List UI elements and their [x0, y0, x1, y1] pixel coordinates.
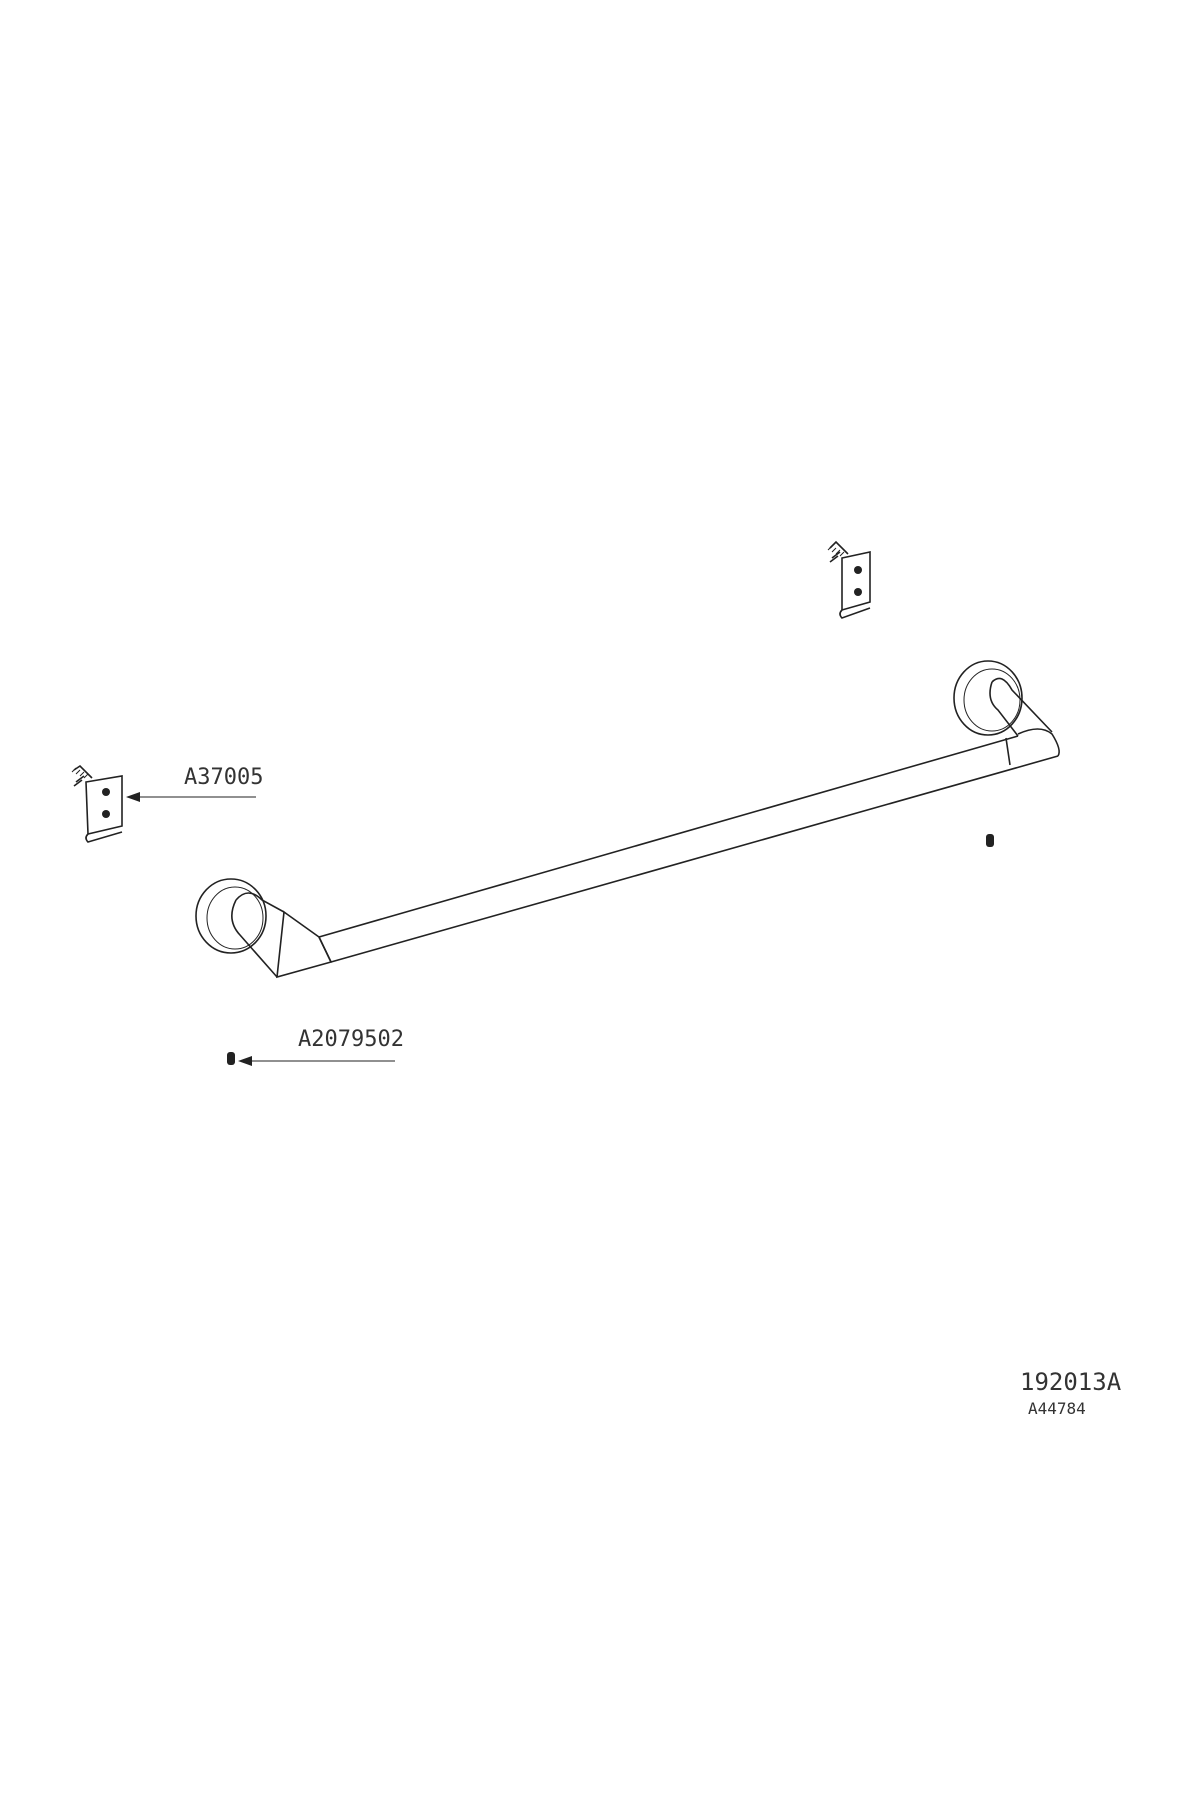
set-screw-icon — [227, 1052, 235, 1065]
part-label-a37005: A37005 — [184, 765, 263, 790]
callout-leader-a37005 — [126, 792, 256, 802]
callout-leader-a2079502 — [238, 1056, 395, 1066]
set-screw-icon — [986, 834, 994, 847]
model-number: 192013A — [1020, 1368, 1122, 1396]
drawing-number: A44784 — [1028, 1399, 1086, 1418]
towel-bar-icon — [195, 660, 1060, 979]
wall-bracket-icon — [827, 540, 871, 619]
part-label-a2079502: A2079502 — [298, 1027, 404, 1052]
wall-bracket-icon — [71, 764, 123, 843]
